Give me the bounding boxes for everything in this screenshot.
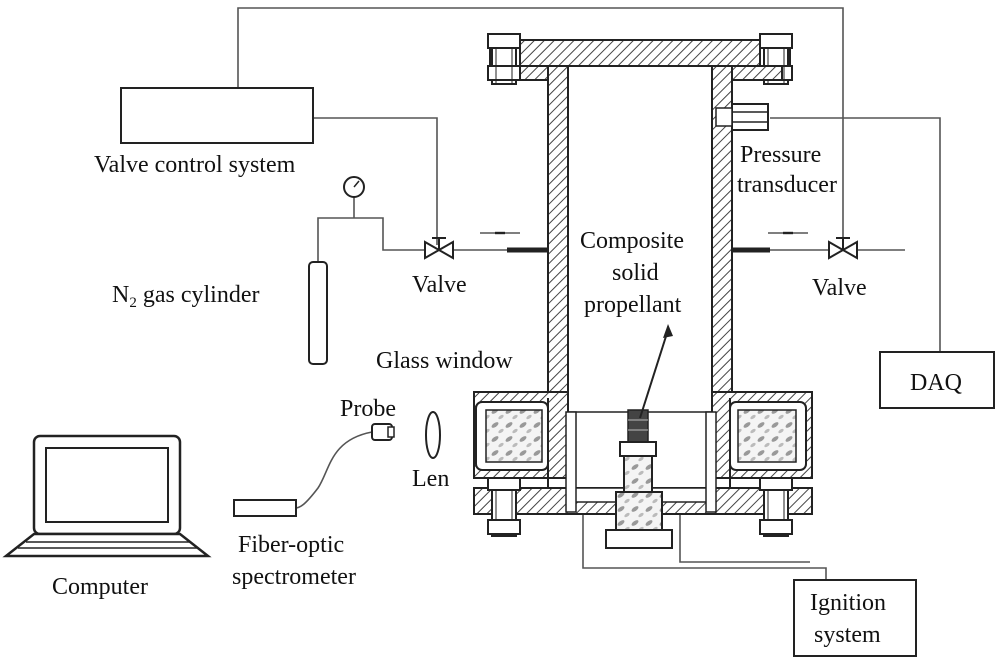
right-valve-icon bbox=[828, 237, 858, 260]
valve-control-box bbox=[120, 87, 314, 144]
valve-control-label: Valve control system bbox=[94, 152, 296, 178]
pressure-gauge-icon bbox=[343, 176, 365, 198]
bottom-left-bolt-icon bbox=[487, 477, 521, 537]
composite-label-line2: solid bbox=[612, 260, 659, 286]
pressure-transducer-label-line2: transducer bbox=[737, 172, 837, 198]
glass-window-label: Glass window bbox=[376, 348, 513, 374]
spectrometer-label-line2: spectrometer bbox=[232, 564, 356, 590]
propellant-arrow bbox=[639, 324, 673, 419]
right-valve-label: Valve bbox=[812, 275, 867, 301]
probe-icon bbox=[371, 423, 395, 441]
right-glass-window bbox=[729, 398, 807, 490]
ignition-label-line2: system bbox=[814, 622, 881, 648]
composite-label-line1: Composite bbox=[580, 228, 684, 254]
top-left-bolt-icon bbox=[487, 33, 521, 85]
ignition-system-box bbox=[793, 579, 917, 657]
spectrometer-box bbox=[233, 499, 297, 517]
daq-box bbox=[879, 351, 995, 409]
probe-label: Probe bbox=[340, 396, 396, 422]
propellant-sample-holder bbox=[605, 409, 673, 549]
composite-label-line3: propellant bbox=[584, 292, 682, 318]
computer-icon bbox=[2, 434, 212, 558]
n2-gas-cylinder bbox=[308, 261, 328, 365]
computer-label: Computer bbox=[52, 574, 148, 600]
pressure-transducer-icon bbox=[715, 103, 769, 131]
pressure-transducer-label-line1: Pressure bbox=[740, 142, 821, 168]
combustion-chamber bbox=[473, 33, 813, 549]
left-valve-label: Valve bbox=[412, 272, 467, 298]
lens-icon bbox=[425, 411, 441, 459]
ignition-label-line1: Ignition bbox=[810, 590, 886, 616]
bottom-right-bolt-icon bbox=[759, 477, 793, 537]
left-valve-icon bbox=[424, 237, 454, 260]
len-label: Len bbox=[412, 466, 449, 492]
n2-gas-cylinder-label: N2 gas cylinder bbox=[112, 282, 259, 311]
left-glass-window bbox=[475, 398, 549, 490]
spectrometer-label-line1: Fiber-optic bbox=[238, 532, 344, 558]
daq-label: DAQ bbox=[910, 370, 962, 396]
